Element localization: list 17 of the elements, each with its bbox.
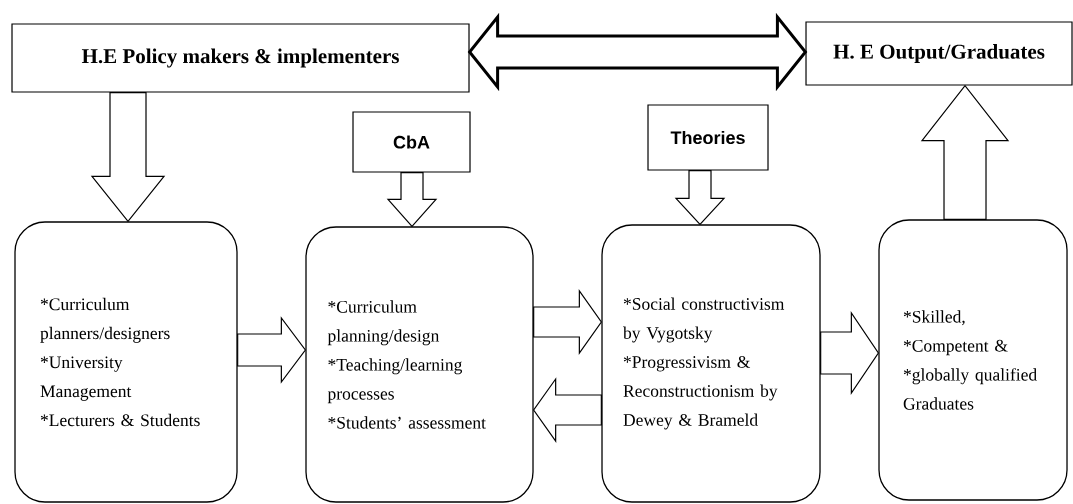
block-arrow: [920, 84, 1010, 220]
block-arrow: [237, 316, 307, 384]
block-arrow: [532, 377, 602, 443]
double-block-arrow: [467, 12, 808, 92]
rounded-box: *Curriculum planners/designers *University Management *Lecturers & Students: [14, 221, 238, 503]
input-box: Theories: [647, 104, 769, 171]
block-arrow: [674, 170, 726, 226]
input-box: CbA: [352, 111, 471, 173]
rounded-box: *Social constructivism by Vygotsky *Progressivism & Reconstructionism by Dewey & Brameld: [601, 224, 821, 503]
rounded-box: *Curriculum planning/design *Teaching/learning processes *Students’ assessment: [305, 226, 534, 503]
block-arrow: [90, 92, 166, 223]
rounded-box: *Skilled, *Competent & *globally qualified Graduates: [878, 219, 1068, 501]
block-arrow: [533, 289, 603, 355]
title-box: H. E Output/Graduates: [805, 21, 1073, 86]
title-box: H.E Policy makers & implementers: [11, 23, 470, 93]
block-arrow: [386, 172, 438, 228]
block-arrow: [820, 311, 880, 395]
